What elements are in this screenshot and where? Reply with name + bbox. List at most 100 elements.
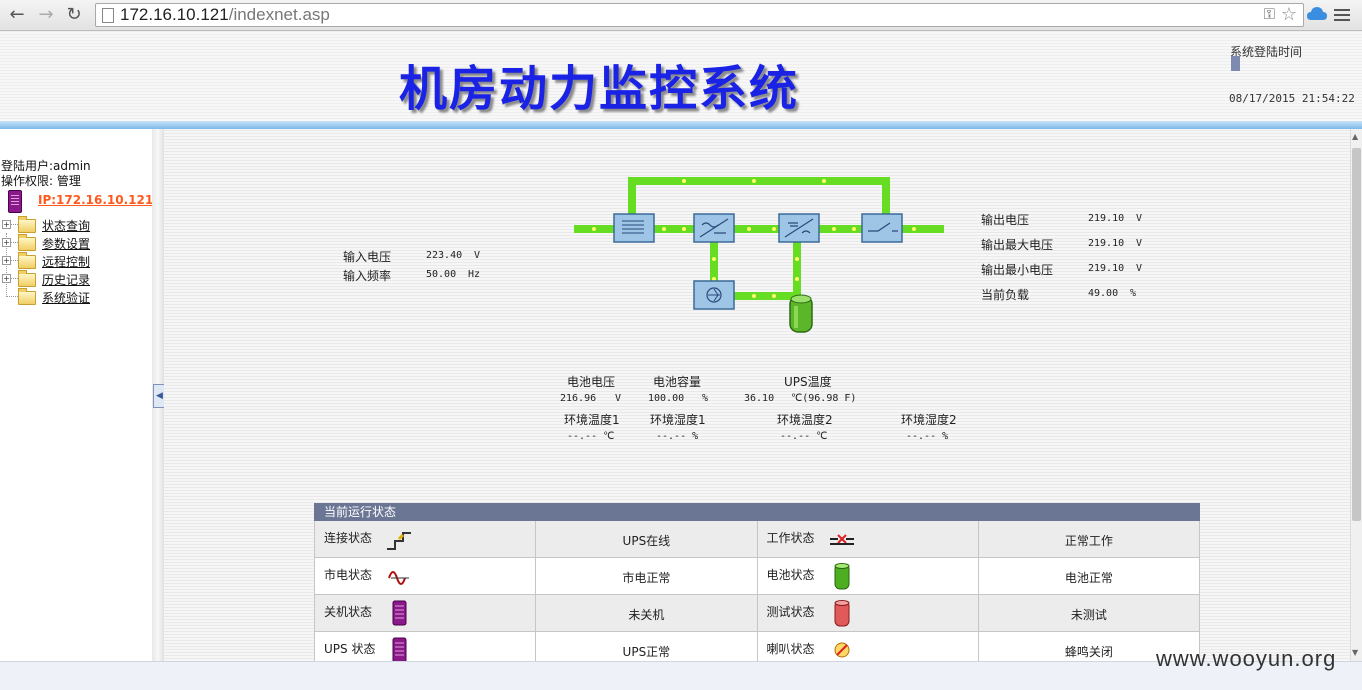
status-table: 当前运行状态 连接状态 UPS在线 工作状态 bbox=[314, 503, 1200, 661]
env-humidity1-label: 环境湿度1 bbox=[650, 413, 706, 427]
mains-status-value: 市电正常 bbox=[536, 558, 758, 594]
env-temp1-value: --.-- ℃ bbox=[567, 431, 615, 442]
env-temp2-value: --.-- ℃ bbox=[780, 431, 828, 442]
battery-voltage-value: 216.96 bbox=[560, 393, 597, 404]
ups-unit-icon bbox=[392, 600, 407, 626]
work-status-value: 正常工作 bbox=[979, 521, 1200, 557]
output-voltage-unit: V bbox=[1136, 213, 1143, 224]
header-divider bbox=[0, 121, 1362, 129]
connection-status-value: UPS在线 bbox=[536, 521, 758, 557]
ip-link[interactable]: IP:172.16.10.121 bbox=[38, 193, 154, 207]
ac-wave-icon bbox=[388, 571, 409, 585]
test-status-value: 未测试 bbox=[979, 595, 1200, 631]
back-arrow-icon[interactable]: ← bbox=[9, 4, 25, 25]
env-temp1-label: 环境温度1 bbox=[564, 413, 620, 427]
battery-icon bbox=[789, 294, 813, 333]
page-title: 机房动力监控系统 bbox=[399, 61, 800, 117]
input-frequency-label: 输入频率 bbox=[343, 269, 392, 283]
server-icon bbox=[8, 190, 22, 213]
status-table-header: 当前运行状态 bbox=[314, 503, 1200, 521]
env-temp2-label: 环境温度2 bbox=[777, 413, 833, 427]
output-max-voltage-label: 输出最大电压 bbox=[981, 238, 1054, 252]
page-icon bbox=[102, 8, 114, 23]
battery-status-label: 电池状态 bbox=[766, 568, 815, 582]
load-label: 当前负载 bbox=[981, 288, 1030, 302]
battery-voltage-unit: V bbox=[615, 393, 622, 404]
bypass-box-icon bbox=[693, 280, 735, 310]
scroll-down-icon[interactable]: ▼ bbox=[1352, 648, 1359, 657]
sidebar: 登陆用户:admin 操作权限: 管理 IP:172.16.10.121 + 状… bbox=[0, 129, 154, 661]
battery-capacity-value: 100.00 bbox=[648, 393, 685, 404]
folder-icon bbox=[18, 288, 36, 305]
battery-green-icon bbox=[834, 563, 849, 590]
inverter-box-icon bbox=[693, 213, 735, 243]
battery-capacity-label: 电池容量 bbox=[653, 375, 702, 389]
login-time-label: 系统登陆时间 bbox=[1230, 45, 1303, 59]
load-unit: % bbox=[1130, 288, 1137, 299]
battery-voltage-label: 电池电压 bbox=[567, 375, 616, 389]
address-bar[interactable]: 172.16.10.121/indexnet.asp ⚿ ☆ bbox=[95, 3, 1304, 27]
input-frequency-value: 50.00 bbox=[426, 269, 457, 280]
work-status-label: 工作状态 bbox=[766, 531, 815, 545]
login-user: 登陆用户:admin bbox=[1, 159, 91, 173]
forward-arrow-icon[interactable]: → bbox=[38, 4, 54, 25]
user-permission: 操作权限: 管理 bbox=[1, 174, 81, 188]
converter-box-icon bbox=[778, 213, 820, 243]
ups-temp-label: UPS温度 bbox=[784, 375, 832, 389]
output-max-voltage-value: 219.10 bbox=[1088, 238, 1125, 249]
ups-unit-icon bbox=[392, 637, 407, 661]
buzzer-off-icon bbox=[834, 642, 849, 658]
reload-icon[interactable]: ↻ bbox=[66, 4, 82, 25]
folder-icon bbox=[18, 234, 36, 251]
shutdown-status-value: 未关机 bbox=[536, 595, 758, 631]
bookmark-star-icon[interactable]: ☆ bbox=[1280, 4, 1297, 25]
table-row: 市电状态 市电正常 电池状态 电池正常 bbox=[314, 558, 1200, 595]
expand-icon[interactable]: + bbox=[2, 274, 11, 283]
login-time-value: 08/17/2015 21:54:22 bbox=[1229, 92, 1355, 105]
ups-status-label: UPS 状态 bbox=[324, 642, 376, 656]
tree-connector bbox=[6, 233, 7, 297]
env-humidity2-label: 环境湿度2 bbox=[901, 413, 957, 427]
key-icon[interactable]: ⚿ bbox=[1263, 5, 1275, 23]
scroll-up-icon[interactable]: ▲ bbox=[1352, 132, 1359, 141]
main-panel: 输入电压 223.40 V 输入频率 50.00 Hz 输出电压 219.10 … bbox=[164, 129, 1350, 661]
table-row: 连接状态 UPS在线 工作状态 正常工作 bbox=[314, 521, 1200, 558]
connection-status-label: 连接状态 bbox=[324, 531, 373, 545]
folder-icon bbox=[18, 270, 36, 287]
output-min-voltage-value: 219.10 bbox=[1088, 263, 1125, 274]
expand-icon[interactable]: + bbox=[2, 256, 11, 265]
url-text: 172.16.10.121/indexnet.asp bbox=[120, 5, 330, 24]
login-time-indicator bbox=[1231, 56, 1240, 71]
input-frequency-unit: Hz bbox=[468, 269, 481, 280]
output-min-voltage-unit: V bbox=[1136, 263, 1143, 274]
browser-toolbar: ← → ↻ 172.16.10.121/indexnet.asp ⚿ ☆ bbox=[0, 0, 1362, 31]
output-min-voltage-label: 输出最小电压 bbox=[981, 263, 1054, 277]
watermark: www.wooyun.org bbox=[1156, 646, 1337, 671]
input-voltage-label: 输入电压 bbox=[343, 250, 392, 264]
shutdown-status-label: 关机状态 bbox=[324, 605, 373, 619]
mains-status-label: 市电状态 bbox=[324, 568, 373, 582]
scroll-thumb[interactable] bbox=[1352, 148, 1361, 521]
connection-plug-icon bbox=[387, 532, 411, 550]
buzzer-status-label: 喇叭状态 bbox=[766, 642, 815, 656]
output-max-voltage-unit: V bbox=[1136, 238, 1143, 249]
cloud-icon[interactable] bbox=[1306, 4, 1328, 24]
ups-temp-value: 36.10 bbox=[744, 393, 775, 404]
table-row: 关机状态 未关机 测试状态 未测试 bbox=[314, 595, 1200, 632]
page-header: 机房动力监控系统 系统登陆时间 08/17/2015 21:54:22 bbox=[0, 31, 1362, 121]
rectifier-box-icon bbox=[613, 213, 655, 243]
work-switch-icon bbox=[829, 534, 854, 545]
battery-red-icon bbox=[834, 600, 849, 627]
status-table-body: 连接状态 UPS在线 工作状态 正常工作 bbox=[314, 521, 1200, 661]
output-voltage-label: 输出电压 bbox=[981, 213, 1030, 227]
expand-icon[interactable]: + bbox=[2, 220, 11, 229]
ups-status-value: UPS正常 bbox=[536, 632, 758, 661]
battery-capacity-unit: % bbox=[702, 393, 709, 404]
ups-temp-unit: ℃(96.98 F) bbox=[791, 393, 857, 404]
folder-icon bbox=[18, 252, 36, 269]
expand-icon[interactable]: + bbox=[2, 238, 11, 247]
input-voltage-unit: V bbox=[474, 250, 481, 261]
battery-status-value: 电池正常 bbox=[979, 558, 1200, 594]
menu-icon[interactable] bbox=[1334, 6, 1350, 22]
input-voltage-value: 223.40 bbox=[426, 250, 463, 261]
